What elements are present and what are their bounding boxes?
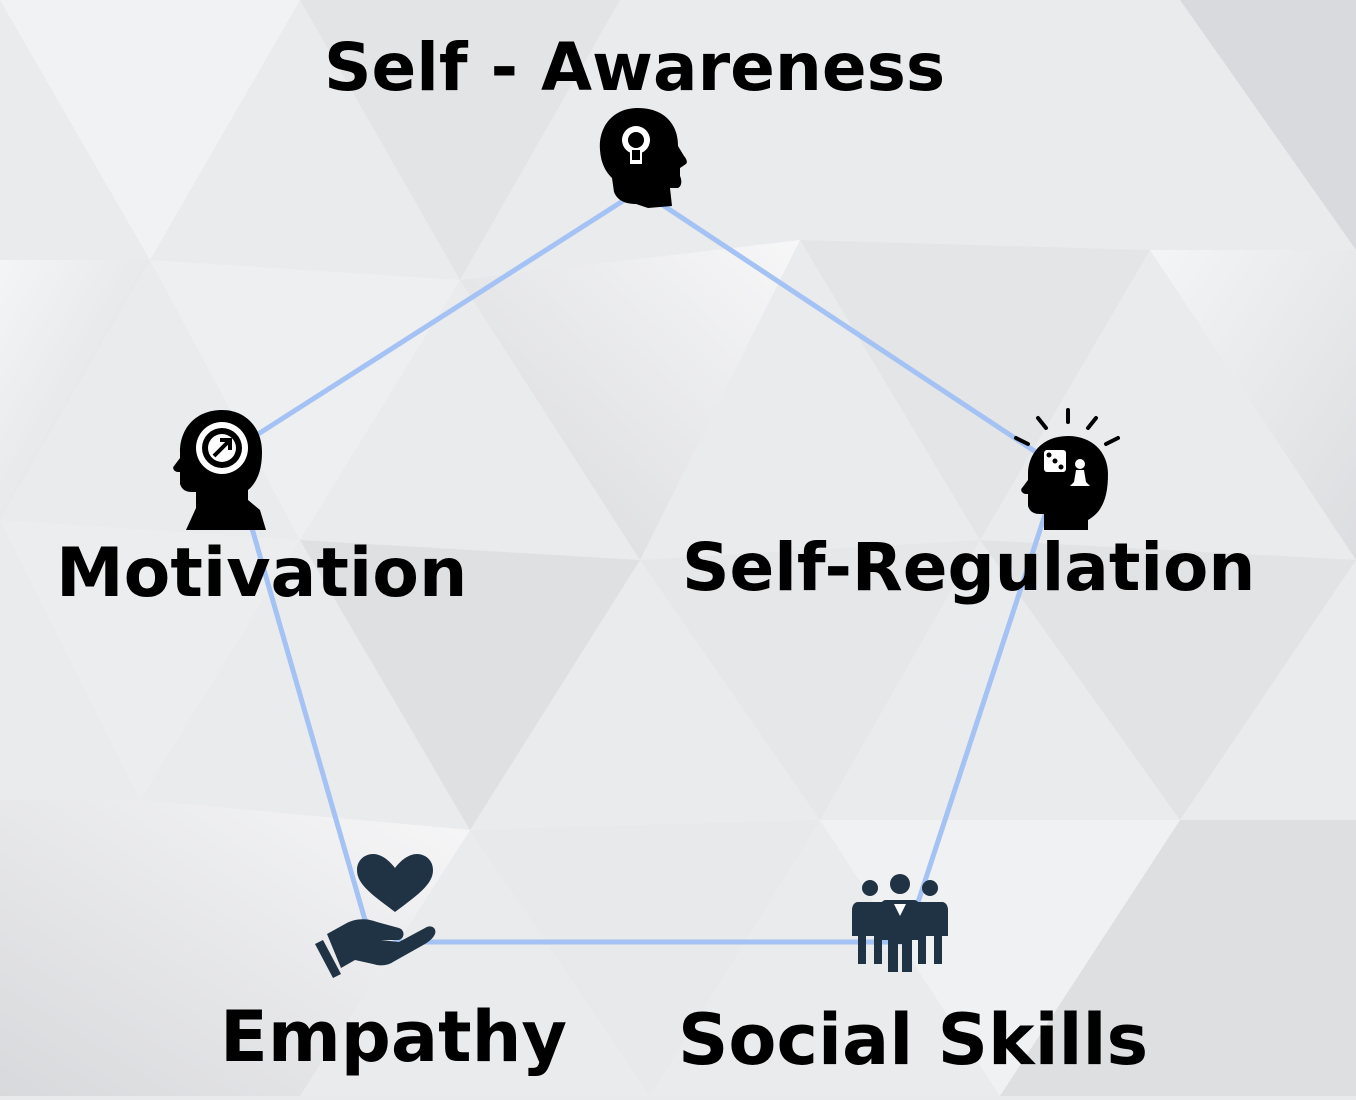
node-label-social-skills: Social Skills [678,999,1149,1081]
node-label-motivation: Motivation [56,534,468,613]
node-label-self-awareness: Self - Awareness [324,29,946,106]
edge-motivation-to-self-awareness [228,187,642,455]
edge-self-awareness-to-self-regulation [638,187,1062,471]
node-label-empathy: Empathy [220,996,568,1078]
head-lightbulb-icon [599,108,687,208]
node-label-self-regulation: Self-Regulation [682,529,1256,606]
head-strategy-icon [1014,408,1120,530]
head-target-icon [173,410,266,530]
hand-heart-icon [315,854,436,978]
people-group-icon [852,874,948,972]
